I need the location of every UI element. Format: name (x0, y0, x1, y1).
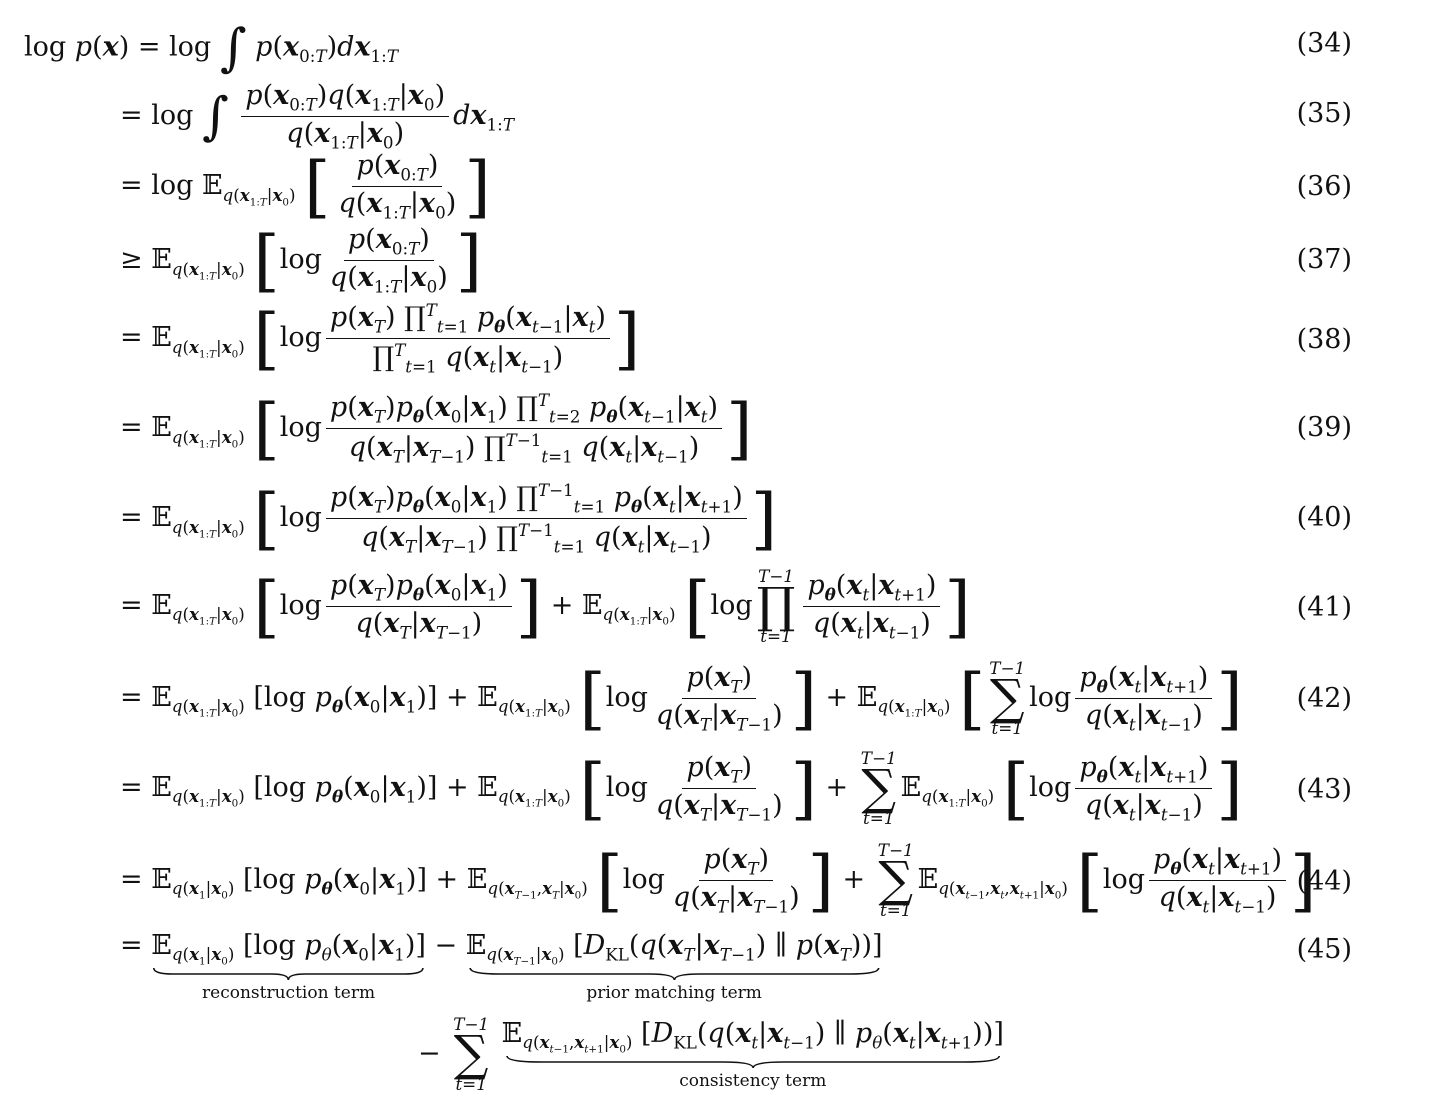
equation-45: = 𝔼q(x1|x0) [log pθ(x0|x1)] reconstructi… (120, 930, 883, 1004)
equation-number-36: (36) (1296, 171, 1352, 202)
reconstruction-term: 𝔼q(x1|x0) [log pθ(x0|x1)] reconstruction… (151, 930, 426, 1004)
prior-matching-term-label: prior matching term (586, 983, 762, 1004)
equation-number-43: (43) (1296, 774, 1352, 805)
equation-34: log p(x) = log ∫ p(x0:T)dx1:T (24, 18, 398, 78)
equation-number-39: (39) (1296, 412, 1352, 443)
equation-43: = 𝔼q(x1:T|x0) [log pθ(x0|x1)] + 𝔼q(x1:T|… (120, 748, 1243, 829)
consistency-term-label: consistency term (679, 1070, 827, 1091)
equation-number-45: (45) (1296, 934, 1352, 965)
consistency-term: 𝔼q(xt−1,xt+1|x0) [DKL(q(xt|xt−1) ∥ pθ(xt… (501, 1017, 1004, 1091)
prior-matching-term: 𝔼q(xT−1|x0) [DKL(q(xT|xT−1) ∥ p(xT))] pr… (465, 930, 883, 1004)
equation-36: = log 𝔼q(x1:T|x0) [p(x0:T)q(x1:T|x0)] (120, 146, 491, 226)
equation-number-35: (35) (1296, 98, 1352, 129)
equation-number-34: (34) (1296, 28, 1352, 59)
equation-44: = 𝔼q(x1|x0) [log pθ(x0|x1)] + 𝔼q(xT−1,xT… (120, 840, 1317, 921)
equation-35: = log ∫ p(x0:T)q(x1:T|x0)q(x1:T|x0)dx1:T (120, 80, 514, 153)
reconstruction-term-label: reconstruction term (202, 983, 376, 1004)
equation-42: = 𝔼q(x1:T|x0) [log pθ(x0|x1)] + 𝔼q(x1:T|… (120, 658, 1243, 739)
equation-number-40: (40) (1296, 502, 1352, 533)
equation-number-37: (37) (1296, 244, 1352, 275)
equation-number-38: (38) (1296, 324, 1352, 355)
equation-45-continued: − T−1∑t=1 𝔼q(xt−1,xt+1|x0) [DKL(q(xt|xt−… (418, 1014, 1004, 1095)
equation-number-41: (41) (1296, 592, 1352, 623)
equation-number-44: (44) (1296, 866, 1352, 897)
equation-number-42: (42) (1296, 683, 1352, 714)
